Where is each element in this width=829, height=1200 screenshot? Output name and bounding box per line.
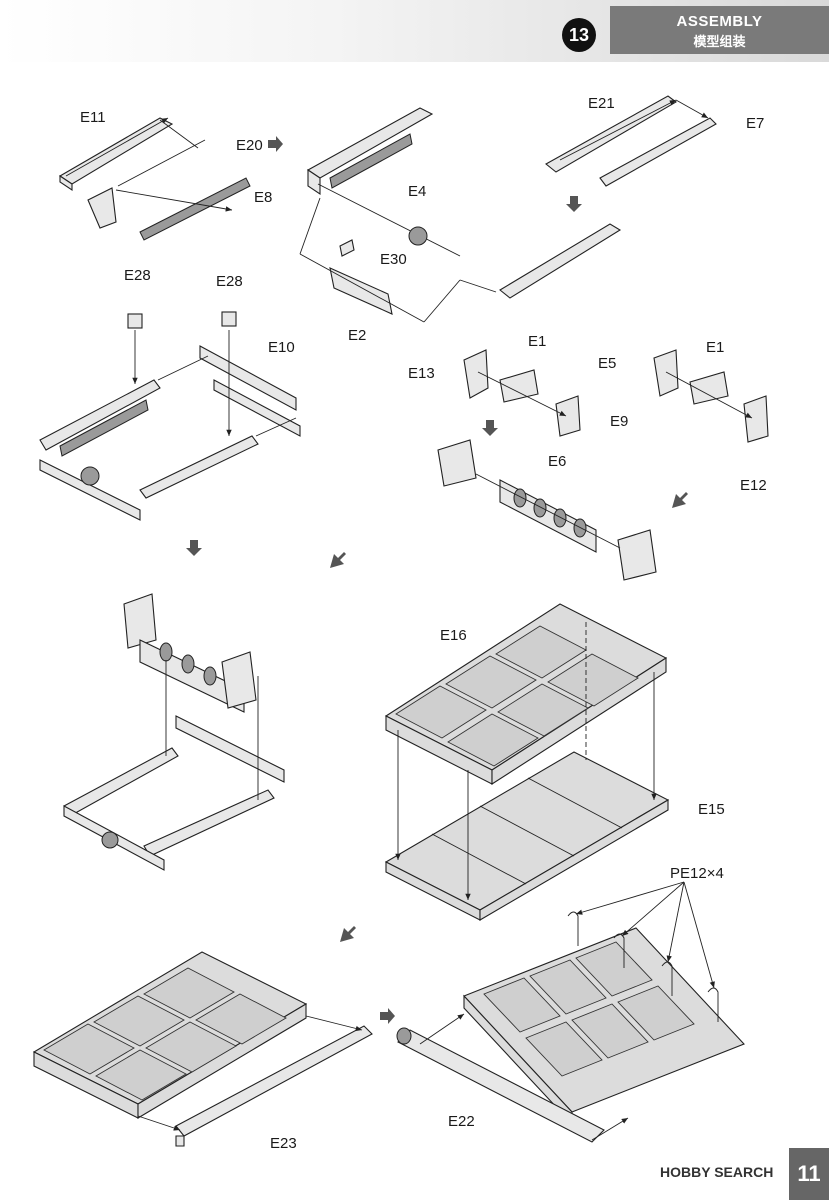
label-e22: E22	[448, 1113, 475, 1130]
label-e1-right: E1	[706, 339, 724, 356]
label-e10: E10	[268, 339, 295, 356]
page-number: 11	[789, 1148, 829, 1200]
label-pe12: PE12×4	[670, 865, 724, 882]
label-e6: E6	[548, 453, 566, 470]
label-e1-left: E1	[528, 333, 546, 350]
subassembly-frame-combined	[63, 593, 285, 871]
label-e4: E4	[408, 183, 426, 200]
label-e20: E20	[236, 137, 263, 154]
subassembly-deck-e23	[32, 951, 373, 1147]
part-labels: E11 E20 E8 E21 E7 E4 E30 E2 E28 E28 E10 …	[80, 95, 767, 1152]
label-e11: E11	[80, 109, 106, 126]
label-e7: E7	[746, 115, 764, 132]
label-e12: E12	[740, 477, 767, 494]
label-e30: E30	[380, 251, 407, 268]
label-e13: E13	[408, 365, 435, 382]
label-e2: E2	[348, 327, 366, 344]
subassembly-brackets	[437, 349, 769, 581]
label-e8: E8	[254, 189, 272, 206]
subassembly-deck-e22	[396, 881, 745, 1143]
title-chinese: 模型组装	[693, 34, 746, 49]
label-e28-right: E28	[216, 273, 243, 290]
label-e5: E5	[598, 355, 616, 372]
subassembly-e21-e7	[545, 95, 717, 187]
section-title-box: ASSEMBLY 模型组装	[610, 6, 829, 54]
label-e23: E23	[270, 1135, 297, 1152]
subassembly-chassis	[39, 311, 301, 521]
label-e21: E21	[588, 95, 615, 112]
step-number-badge: 13	[562, 18, 596, 52]
subassembly-main-rail	[299, 107, 622, 323]
footer-brand: HOBBY SEARCH	[660, 1164, 774, 1180]
flow-arrows	[186, 136, 688, 1024]
label-e28-left: E28	[124, 267, 151, 284]
label-e16: E16	[440, 627, 467, 644]
label-e9: E9	[610, 413, 628, 430]
subassembly-e11-e8	[58, 117, 251, 241]
subassembly-deck	[384, 603, 670, 921]
label-e15: E15	[698, 801, 725, 818]
title-english: ASSEMBLY	[676, 13, 763, 30]
